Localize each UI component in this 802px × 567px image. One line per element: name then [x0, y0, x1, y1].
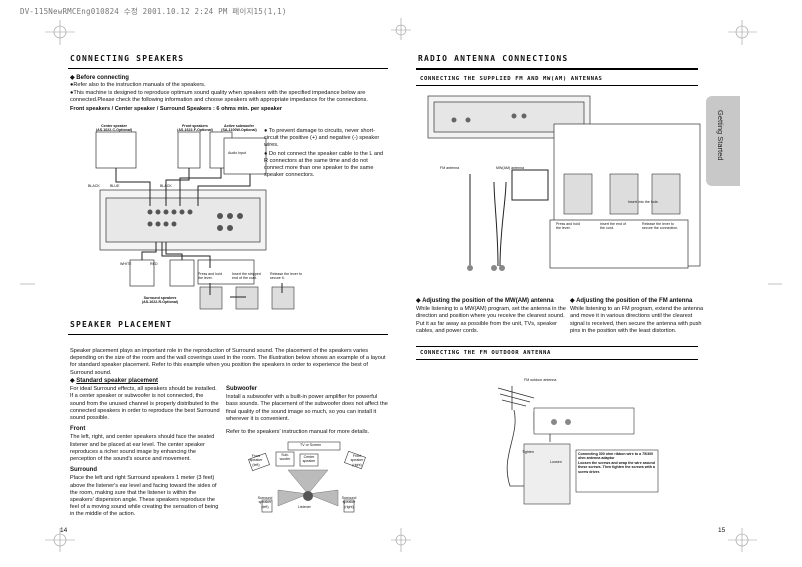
front-text: The left, right, and center speakers sho… [70, 434, 215, 463]
outdoor-antenna-diagram [497, 386, 659, 505]
bullet-2: ●This machine is designed to reproduce o… [70, 90, 368, 104]
subwoofer-heading: Subwoofer [226, 386, 257, 392]
label-center-speaker: Center speaker (AS-1622-C-Optional) [95, 124, 133, 133]
fm-adjust-text: While listening to an FM program, extend… [570, 306, 704, 334]
label-black-2: BLACK [160, 184, 172, 188]
fm-adjust-heading: ◆ Adjusting the position of the FM anten… [570, 298, 693, 304]
label-insert-end: Insert the stripped end of the cord. [232, 272, 261, 281]
antenna-press-hold: Press and hold the lever. [556, 222, 580, 231]
radio-antenna-title: RADIO ANTENNA CONNECTIONS [418, 54, 569, 63]
diagram-center: Center speaker [302, 455, 316, 464]
speaker-placement-title: SPEAKER PLACEMENT [70, 320, 173, 329]
before-connecting-heading: ◆ Before connecting [70, 75, 129, 81]
label-black-1: BLACK [88, 184, 100, 188]
front-heading: Front [70, 426, 86, 433]
impedance-line: Front speakers / Center speaker / Surrou… [70, 105, 283, 112]
subwoofer-text: Install a subwoofer with a built-in powe… [226, 394, 388, 422]
tighten-label: Tighten [522, 450, 534, 454]
antenna-insert-end: Insert the end of the cord. [600, 222, 626, 231]
diagram-tv-label: TV or Screen [300, 443, 322, 447]
placement-diagram [248, 441, 366, 513]
label-front-speakers: Front speakers (AS-1622-F-Optional) [177, 124, 213, 133]
diagram-front-right: Front speaker (right) [350, 454, 364, 467]
label-red: RED [150, 262, 158, 266]
label-white: WHITE [120, 262, 132, 266]
placement-intro: Speaker placement plays an important rol… [70, 348, 386, 376]
connection-notes: ● To prevent damage to circuits, never s… [264, 128, 384, 179]
diagram-listener: Listener [298, 505, 311, 509]
mw-adjust-text: While listening to a MW(AM) program, set… [416, 306, 566, 334]
diagram-surround-right: Surround speaker (right) [341, 496, 357, 509]
surround-heading: Surround [70, 467, 97, 474]
standard-placement-heading: ◆ Standard speaker placement [70, 378, 158, 384]
page-number-left: 14 [60, 527, 68, 534]
diagram-front-left: Front speaker (left) [249, 454, 263, 467]
label-subwoofer: Active subwoofer (SA-1100W-Optional) [221, 124, 257, 133]
antenna-connection-diagram [427, 95, 701, 271]
refer-text: Refer to the speakers' instruction manua… [226, 429, 370, 436]
surround-text: Place the left and right Surround speake… [70, 475, 219, 518]
print-header: DV-115NewRMCEng010824 수정 2001.10.12 2:24… [20, 7, 287, 16]
getting-started-tab: Getting Started [706, 96, 740, 186]
label-blue: BLUE [110, 184, 120, 188]
fm-antenna-label: FM antenna [440, 166, 460, 170]
page-number-right: 15 [718, 527, 726, 534]
label-release: Release the lever to secure it. [270, 272, 302, 281]
label-audio-input: Audio Input [228, 151, 247, 155]
antenna-release: Release the lever to secure the connecti… [642, 222, 679, 231]
terminal-steps-illustration [199, 283, 295, 310]
standard-placement-text: For ideal Surround effects, all speakers… [70, 386, 220, 422]
speaker-connections-title: CONNECTING SPEAKERS [70, 54, 185, 63]
label-surround-speakers: Surround speakers (AS-1622-R-Optional) [141, 296, 179, 305]
mw-antenna-label: MW(AM) antenna [496, 166, 525, 170]
label-press-hold: Press and hold the lever. [198, 272, 222, 281]
sub-heading-outdoor-antenna: CONNECTING THE FM OUTDOOR ANTENNA [420, 350, 551, 356]
insert-hole-label: Insert into the hole. [628, 200, 659, 204]
diagram-subwoofer: Sub- woofer [279, 453, 291, 462]
fm-outdoor-label: FM outdoor antenna [524, 378, 557, 382]
loosen-label: Loosen [550, 460, 562, 464]
mw-adjust-heading: ◆ Adjusting the position of the MW(AM) a… [416, 298, 554, 304]
speaker-connection-diagram [95, 131, 267, 287]
connecting-note: Connecting 300 ohm ribbon wire to a 75/3… [578, 452, 655, 474]
diagram-surround-left: Surround speaker (left) [257, 496, 273, 509]
sub-heading-supplied-antennas: CONNECTING THE SUPPLIED FM AND MW(AM) AN… [420, 76, 603, 82]
bullet-1: ●Refer also to the instruction manuals o… [70, 82, 206, 88]
